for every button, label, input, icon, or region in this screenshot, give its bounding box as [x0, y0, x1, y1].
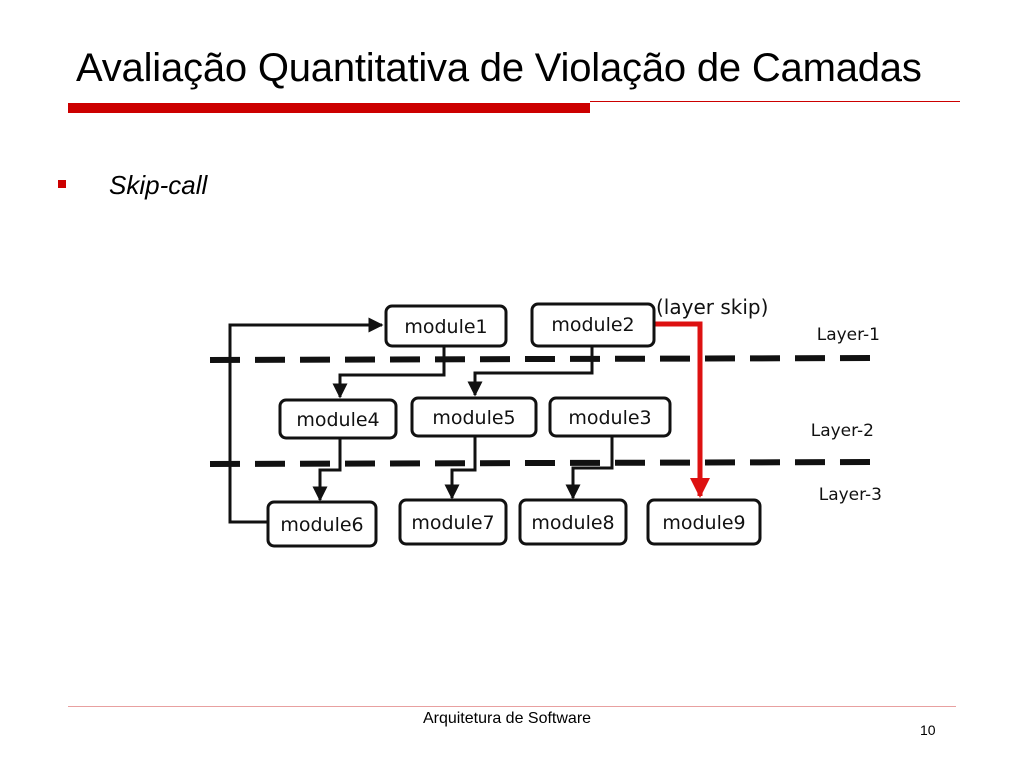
module9-box	[646, 498, 762, 546]
layer-divider-1	[209, 355, 881, 363]
page-number: 10	[920, 722, 936, 738]
slide-title: Avaliação Quantitativa de Violação de Ca…	[76, 46, 922, 90]
module1-box	[384, 304, 508, 348]
layer-skip-diagram: module1 module2 module4 module5 module3 …	[209, 295, 882, 548]
layer-3-label: Layer-3	[819, 485, 882, 505]
layer-skip-annotation: (layer skip)	[656, 295, 768, 319]
layer-2-label: Layer-2	[811, 421, 874, 441]
footer-rule	[68, 706, 956, 707]
square-bullet-icon	[58, 180, 66, 188]
connector-m4-to-m6	[312, 438, 342, 502]
module3-label: module3	[568, 407, 651, 429]
module4-box	[278, 398, 398, 440]
layer-skip-connector	[654, 321, 710, 498]
module9-label: module9	[662, 512, 745, 534]
title-underline-thick	[68, 103, 590, 113]
module5-label: module5	[432, 407, 515, 429]
module2-label: module2	[551, 314, 634, 336]
connector-m6-to-m1	[228, 317, 384, 524]
layer-divider-2	[209, 459, 881, 467]
title-underline-thin	[590, 101, 960, 102]
layer-1-label: Layer-1	[817, 325, 880, 345]
connector-m3-to-m8	[565, 436, 614, 500]
module3-box	[548, 396, 672, 438]
module7-label: module7	[411, 512, 494, 534]
module8-box	[518, 498, 628, 546]
module7-box	[398, 498, 508, 546]
connector-m1-to-m4	[332, 346, 446, 399]
footer-text: Arquitetura de Software	[422, 710, 592, 727]
module8-label: module8	[531, 512, 614, 534]
module6-label: module6	[280, 514, 363, 536]
connector-m5-to-m7	[444, 436, 477, 500]
bullet-text: Skip-call	[109, 170, 208, 200]
module6-box	[266, 500, 378, 548]
module1-label: module1	[404, 316, 487, 338]
module4-label: module4	[296, 409, 379, 431]
module5-box	[410, 396, 538, 438]
module2-box	[530, 302, 656, 348]
connector-m2-to-m5	[467, 346, 594, 397]
